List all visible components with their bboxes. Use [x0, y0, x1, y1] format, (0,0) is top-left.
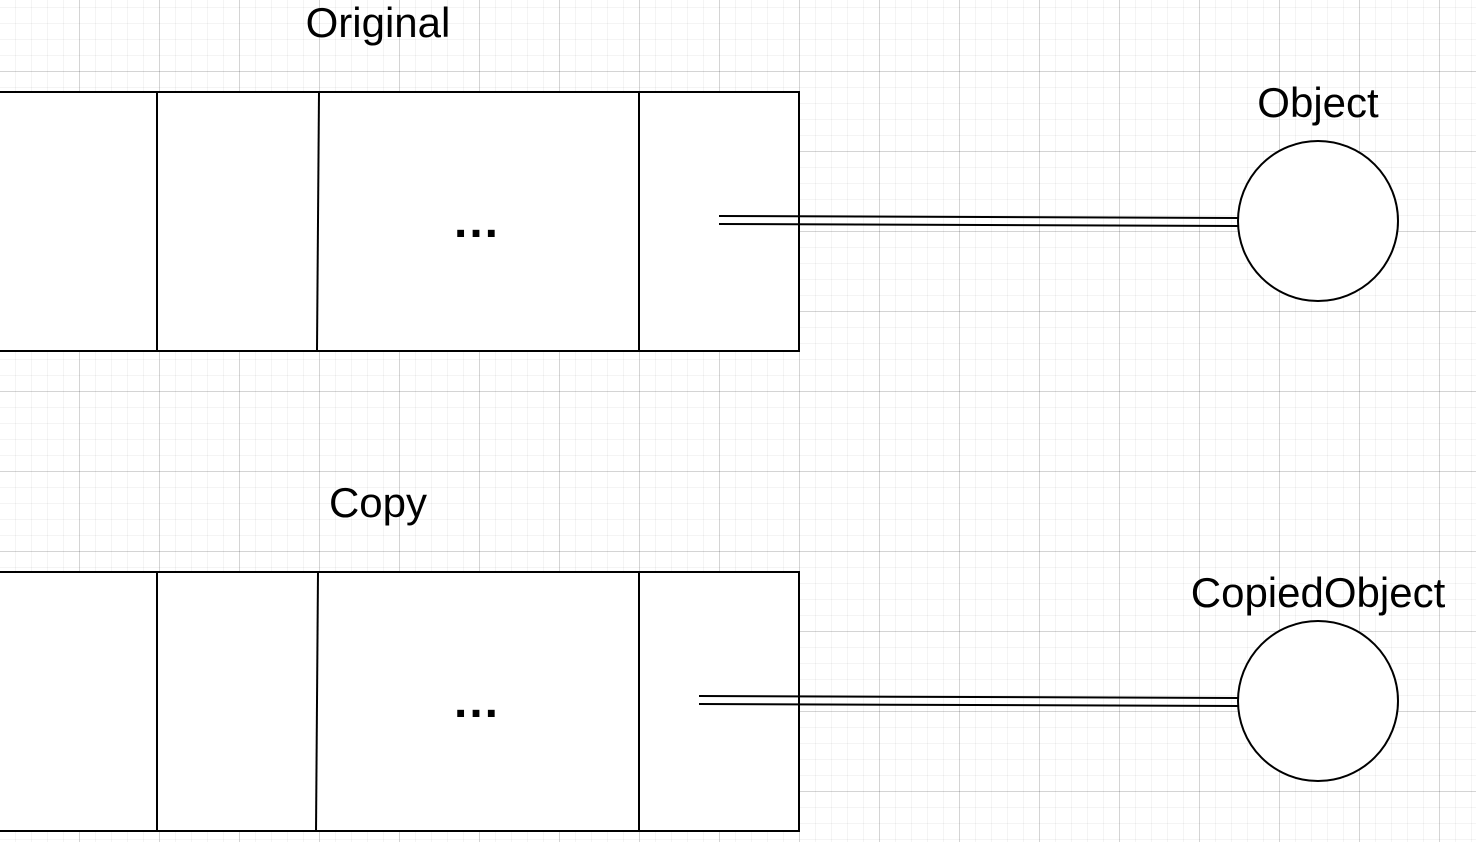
copied-object-node[interactable]: [1237, 620, 1399, 782]
copy-cell-divider-2: [315, 571, 319, 833]
original-ellipsis: ...: [454, 195, 500, 248]
copy-ellipsis: ...: [454, 675, 500, 728]
object-label: Object: [1257, 79, 1379, 126]
copied-object-label: CopiedObject: [1191, 569, 1446, 616]
original-reference-link[interactable]: [718, 215, 1240, 227]
original-title: Original: [306, 0, 451, 46]
copy-title: Copy: [329, 479, 427, 526]
original-array[interactable]: [0, 91, 800, 352]
original-cell-divider-2: [316, 91, 320, 351]
copy-group: Copy ... CopiedObject: [0, 479, 1446, 833]
copy-array[interactable]: [0, 571, 800, 832]
original-group: Original ... Object: [0, 0, 1399, 352]
object-node[interactable]: [1237, 140, 1399, 302]
copy-reference-link[interactable]: [698, 695, 1240, 707]
